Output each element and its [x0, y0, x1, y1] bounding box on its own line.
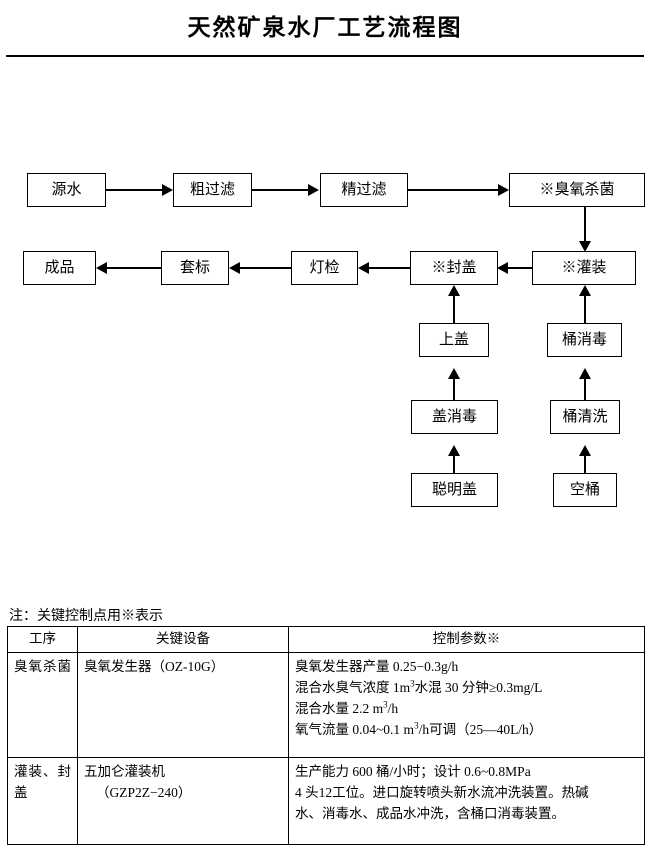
- parameter-line: 混合水臭气浓度 1m3水混 30 分钟≥0.3mg/L: [295, 678, 543, 695]
- flow-node-label: 空桶: [569, 481, 600, 498]
- parameter-line: 水、消毒水、成品水冲洗，含桶口消毒装置。: [295, 805, 565, 821]
- arrowhead-right: [162, 184, 173, 196]
- flow-node-empty-barrel[interactable]: 空桶: [553, 473, 617, 507]
- flow-node-label: 灯检: [309, 259, 340, 276]
- flow-node-label: ※臭氧杀菌: [539, 181, 615, 198]
- arrowhead-up: [448, 285, 460, 296]
- table-row: 灌装、封盖 五加仑灌装机 （GZP2Z−240） 生产能力 600 桶/小时；设…: [7, 756, 645, 845]
- parameter-line: 4 头12工位。进口旋转喷头新水流冲洗装置。热碱: [295, 784, 589, 800]
- parameter-line: 臭氧发生器产量 0.25−0.3g/h: [295, 658, 459, 674]
- arrowhead-left: [96, 262, 107, 274]
- flow-node-filling[interactable]: ※灌装: [532, 251, 636, 285]
- connector-capping-to-lamp: [369, 267, 410, 269]
- flow-node-label: 盖消毒: [431, 408, 477, 425]
- arrowhead-up: [579, 285, 591, 296]
- flow-node-label: 套标: [179, 259, 210, 276]
- arrowhead-up: [448, 445, 460, 456]
- flow-node-label: 精过滤: [341, 181, 387, 198]
- connector-labeling-to-finished: [107, 267, 161, 269]
- cell-parameters: 臭氧发生器产量 0.25−0.3g/h 混合水臭气浓度 1m3水混 30 分钟≥…: [288, 651, 645, 758]
- flow-node-label: 桶清洗: [562, 408, 608, 425]
- flow-node-label: 粗过滤: [189, 181, 235, 198]
- connector-barrelwash-to-barreldisinfect: [584, 379, 586, 414]
- table-note: 注：关键控制点用※表示: [9, 609, 163, 624]
- equipment-main: 臭氧发生器（OZ-10G）: [84, 658, 225, 674]
- flow-node-labeling[interactable]: 套标: [161, 251, 229, 285]
- connector-fine-to-ozone: [408, 189, 498, 191]
- cell-process: 灌装、封盖: [7, 756, 78, 845]
- connector-capdisinfect-to-capon: [453, 379, 455, 414]
- flow-node-cap-disinfection[interactable]: 盖消毒: [411, 400, 498, 434]
- flow-node-barrel-washing[interactable]: 桶清洗: [550, 400, 620, 434]
- connector-coarse-to-fine: [252, 189, 308, 191]
- flow-node-label: 成品: [44, 259, 75, 276]
- connector-capon-to-capping: [453, 296, 455, 323]
- control-parameters-table: 工序 关键设备 控制参数※ 臭氧杀菌 臭氧发生器（OZ-10G） 臭氧发生器产量…: [7, 626, 645, 845]
- flow-node-barrel-disinfection[interactable]: 桶消毒: [547, 323, 622, 357]
- table-row: 臭氧杀菌 臭氧发生器（OZ-10G） 臭氧发生器产量 0.25−0.3g/h 混…: [7, 651, 645, 758]
- connector-lamp-to-labeling: [240, 267, 291, 269]
- arrowhead-left: [229, 262, 240, 274]
- flow-node-ozone-sterilization[interactable]: ※臭氧杀菌: [509, 173, 645, 207]
- flow-node-smart-cap[interactable]: 聪明盖: [411, 473, 498, 507]
- arrowhead-left: [497, 262, 508, 274]
- arrowhead-right: [498, 184, 509, 196]
- connector-source-to-coarse: [106, 189, 162, 191]
- table-header-row: 工序 关键设备 控制参数※: [7, 626, 645, 653]
- arrowhead-down: [579, 241, 591, 252]
- flow-node-label: 桶消毒: [561, 331, 607, 348]
- cell-parameters: 生产能力 600 桶/小时；设计 0.6~0.8MPa 4 头12工位。进口旋转…: [288, 756, 645, 845]
- connector-ozone-to-filling: [584, 207, 586, 243]
- flow-node-label: 聪明盖: [431, 481, 477, 498]
- arrowhead-up: [579, 368, 591, 379]
- parameter-line: 氧气流量 0.04~0.1 m3/h可调（25—40L/h）: [295, 720, 543, 737]
- flow-node-label: ※封盖: [431, 259, 477, 276]
- parameter-line: 混合水量 2.2 m3/h: [295, 699, 399, 716]
- equipment-model: （GZP2Z−240）: [96, 784, 192, 800]
- cell-equipment: 臭氧发生器（OZ-10G）: [77, 651, 289, 758]
- process-flow-diagram: 源水 粗过滤 精过滤 ※臭氧杀菌 ※灌装 ※封盖 灯检 套标 成品: [23, 173, 645, 507]
- arrowhead-left: [358, 262, 369, 274]
- page-title: 天然矿泉水厂工艺流程图: [187, 15, 463, 40]
- flow-node-capping[interactable]: ※封盖: [410, 251, 498, 285]
- arrowhead-up: [579, 445, 591, 456]
- column-header-equipment: 关键设备: [77, 626, 289, 653]
- equipment-main: 五加仑灌装机: [84, 763, 165, 779]
- flow-node-label: 上盖: [438, 331, 469, 348]
- flow-node-fine-filter[interactable]: 精过滤: [320, 173, 408, 207]
- flow-node-label: ※灌装: [561, 259, 607, 276]
- flow-node-finished-product[interactable]: 成品: [23, 251, 96, 285]
- column-header-process: 工序: [7, 626, 78, 653]
- parameter-line: 生产能力 600 桶/小时；设计 0.6~0.8MPa: [295, 763, 531, 779]
- flow-node-cap-on[interactable]: 上盖: [419, 323, 489, 357]
- flow-node-label: 源水: [51, 181, 82, 198]
- connector-filling-to-capping: [508, 267, 532, 269]
- flow-node-coarse-filter[interactable]: 粗过滤: [173, 173, 252, 207]
- column-header-parameters: 控制参数※: [288, 626, 645, 653]
- title-divider: [6, 55, 644, 57]
- flow-node-source-water[interactable]: 源水: [27, 173, 106, 207]
- arrowhead-right: [308, 184, 319, 196]
- cell-equipment: 五加仑灌装机 （GZP2Z−240）: [77, 756, 289, 845]
- arrowhead-up: [448, 368, 460, 379]
- connector-barreldisinfect-to-filling: [584, 296, 586, 323]
- flow-node-lamp-inspection[interactable]: 灯检: [291, 251, 358, 285]
- cell-process: 臭氧杀菌: [7, 651, 78, 758]
